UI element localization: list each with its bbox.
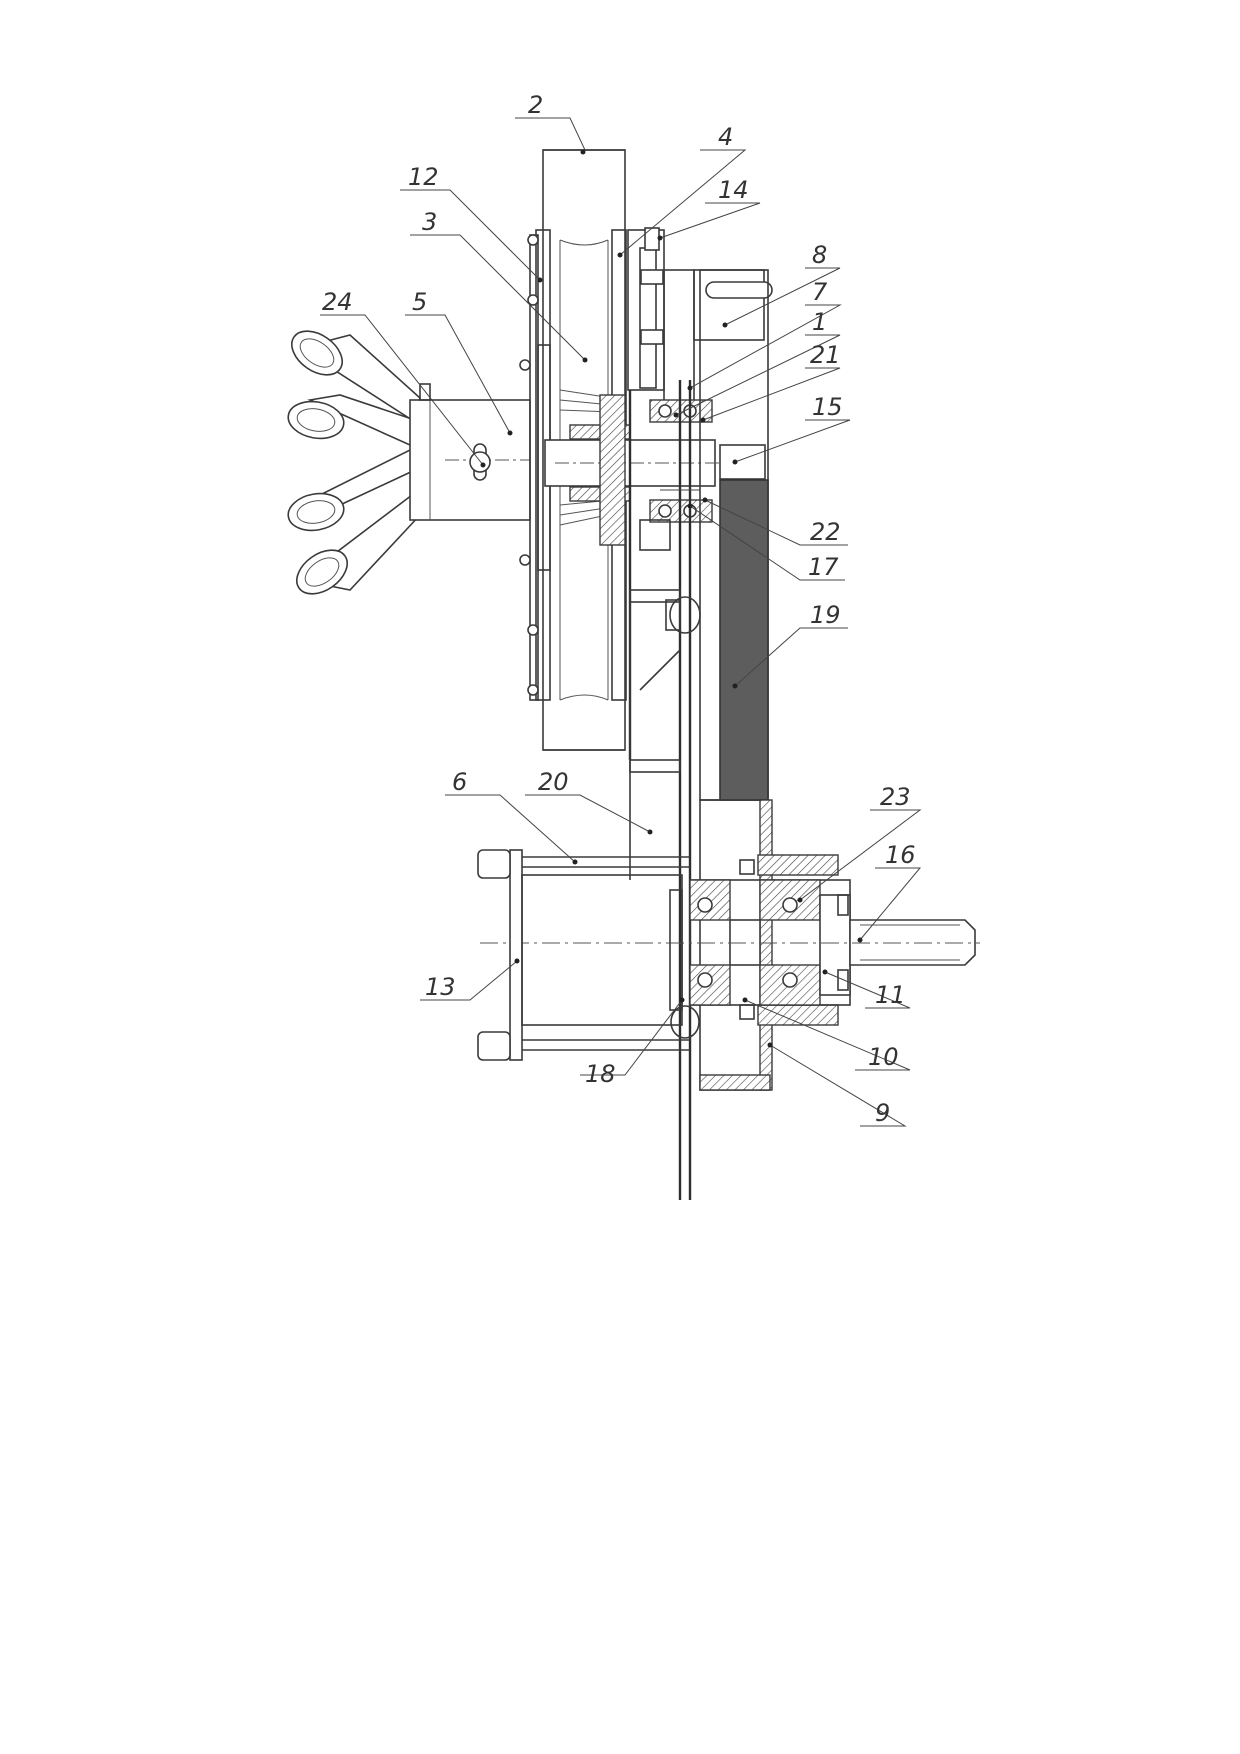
label-15: 15	[812, 393, 843, 421]
label-5: 5	[412, 288, 427, 316]
leader-lines	[320, 117, 922, 1127]
label-17: 17	[808, 553, 839, 581]
label-18: 18	[585, 1060, 616, 1088]
label-13: 13	[425, 973, 456, 1001]
label-23: 23	[880, 783, 911, 811]
label-10: 10	[868, 1043, 899, 1071]
outlet-tubes	[287, 330, 421, 595]
frame-20	[628, 380, 701, 1200]
label-1: 1	[812, 308, 827, 336]
label-4: 4	[718, 123, 733, 151]
leader-dots	[480, 149, 863, 1048]
label-12: 12	[408, 163, 439, 191]
label-20: 20	[538, 768, 569, 796]
label-9: 9	[875, 1099, 890, 1127]
label-11: 11	[875, 981, 906, 1009]
label-14: 14	[718, 176, 749, 204]
label-7: 7	[812, 278, 828, 306]
label-19: 19	[810, 601, 841, 629]
label-22: 22	[810, 518, 841, 546]
label-16: 16	[885, 841, 916, 869]
part-labels: 2 4 12 14 3 8 24 5 7 1 21 15 22 17 19 6 …	[322, 91, 916, 1127]
label-3: 3	[422, 208, 437, 236]
label-6: 6	[452, 768, 467, 796]
label-21: 21	[810, 341, 841, 369]
housing-5	[409, 383, 531, 521]
label-24: 24	[322, 288, 353, 316]
mounting-flange-13	[477, 849, 700, 1061]
label-8: 8	[812, 241, 827, 269]
lower-bearing-unit	[480, 854, 980, 1026]
label-2: 2	[528, 91, 543, 119]
